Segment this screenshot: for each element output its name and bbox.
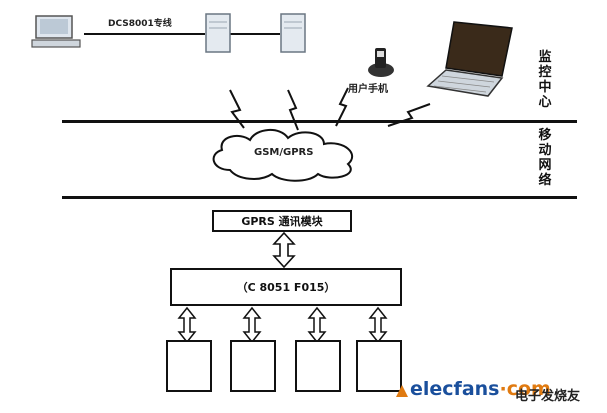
radio-link-server1 [229, 89, 245, 129]
watermark-brand-text: elecfans [410, 378, 500, 400]
mobile-phone-icon [366, 44, 396, 84]
tier-divider-bottom [62, 196, 577, 199]
gprs-module-box: GPRS 通讯模块 [212, 210, 352, 232]
module-box-3 [295, 340, 341, 392]
arrow-module-4 [368, 306, 388, 344]
tier-label-mobile-network: 移动网络 [538, 128, 552, 188]
arrow-module-2 [242, 306, 262, 344]
cloud-icon [200, 124, 370, 188]
cloud-label: GSM/GPRS [254, 147, 314, 158]
tier-label-monitoring-center: 监控中心 [538, 50, 552, 110]
arrow-module-3 [307, 306, 327, 344]
radio-link-laptop [387, 103, 431, 127]
tier-divider-top [62, 120, 577, 123]
main-host-box: （C 8051 F015） [170, 268, 402, 306]
watermark-cn: 电子发烧友 [515, 389, 581, 404]
laptop-icon [424, 20, 514, 104]
arrow-module-1 [177, 306, 197, 344]
elecfans-logo-icon [396, 382, 408, 401]
module-box-2 [230, 340, 276, 392]
watermark-brand: elecfans·com [410, 378, 551, 400]
server-icon [278, 12, 308, 58]
radio-link-phone [335, 87, 349, 127]
module-box-4 [356, 340, 402, 392]
dedicated-line-label: DCS8001专线 [108, 19, 172, 29]
desktop-computer-icon [30, 14, 86, 54]
main-host-model: （C 8051 F015） [236, 281, 336, 294]
radio-link-server2 [287, 89, 299, 131]
server-icon [203, 12, 233, 58]
double-arrow-gprs-host [272, 232, 296, 268]
node-label-phone: 用户手机 [348, 84, 388, 95]
watermark-dotcom: ·com [499, 378, 551, 400]
module-box-1 [166, 340, 212, 392]
